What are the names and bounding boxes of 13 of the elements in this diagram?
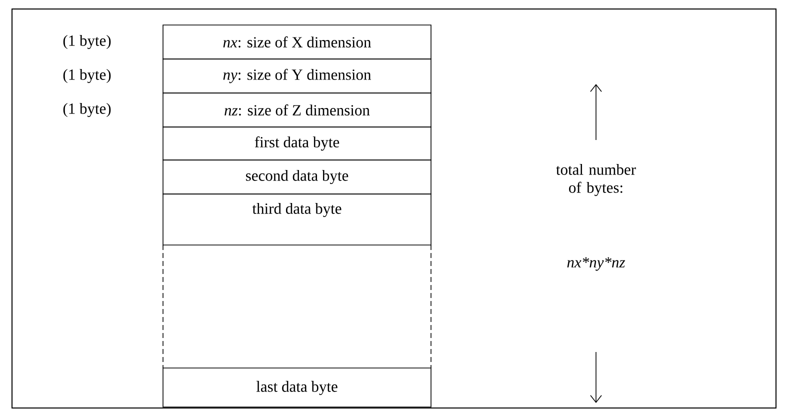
memory-cell: ny: size of Y dimension bbox=[162, 58, 432, 94]
dimension-label: total number of bytes: bbox=[556, 164, 636, 196]
memory-cell: last data byte bbox=[162, 368, 432, 408]
memory-cell: third data byte bbox=[162, 194, 432, 246]
memory-cell: nx: size of X dimension bbox=[162, 24, 432, 60]
size-note: (1 byte) bbox=[63, 68, 111, 84]
memory-cell: first data byte bbox=[162, 126, 432, 160]
dimension-formula: nx*ny*nz bbox=[567, 257, 626, 271]
elided-cells bbox=[162, 244, 432, 368]
size-note: (1 byte) bbox=[63, 34, 111, 50]
memory-cell: second data byte bbox=[162, 160, 432, 194]
size-note: (1 byte) bbox=[63, 102, 111, 118]
memory-cell: nz: size of Z dimension bbox=[162, 92, 432, 128]
